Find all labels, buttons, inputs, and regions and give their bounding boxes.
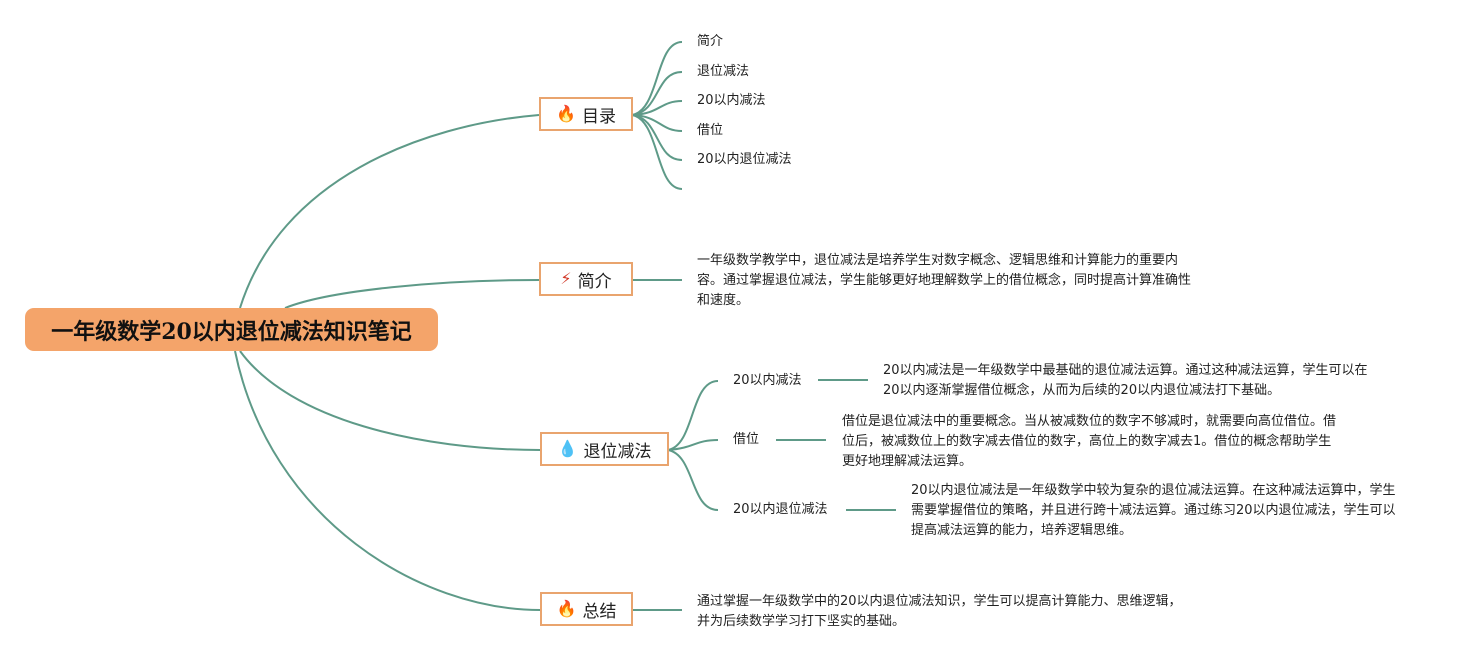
blue-fire-icon: 💧 [557,439,578,458]
branch-intro-label: 简介 [577,271,612,292]
branch-subtraction-label: 退位减法 [583,441,652,462]
subtopic-label[interactable]: 20以内退位减法 [733,502,828,517]
branch-subtraction[interactable]: 💧 退位减法 [540,432,669,466]
branch-toc-label: 目录 [581,106,616,127]
subtopic-label[interactable]: 借位 [733,432,760,447]
toc-item[interactable]: 20以内减法 [697,93,766,108]
toc-item[interactable]: 借位 [697,123,724,138]
subtopic-text: 20以内退位减法是一年级数学中较为复杂的退位减法运算。在这种减法运算中，学生需要… [911,483,1396,538]
fire-icon: 🔥 [556,104,576,123]
magic-wand-icon: ⚡ [560,269,572,288]
intro-text: 一年级数学教学中，退位减法是培养学生对数字概念、逻辑思维和计算能力的重要内容。通… [697,253,1192,308]
subtopic-text: 20以内减法是一年级数学中最基础的退位减法运算。通过这种减法运算，学生可以在20… [883,363,1368,398]
toc-item[interactable]: 简介 [697,34,724,49]
subtopic-text: 借位是退位减法中的重要概念。当从被减数位的数字不够减时，就需要向高位借位。借位后… [842,414,1337,469]
branch-toc[interactable]: 🔥 目录 [539,97,633,131]
toc-item[interactable]: 20以内退位减法 [697,152,792,167]
root-topic[interactable]: 一年级数学20以内退位减法知识笔记 [25,308,438,351]
summary-text: 通过掌握一年级数学中的20以内退位减法知识，学生可以提高计算能力、思维逻辑，并为… [697,594,1182,629]
toc-item[interactable]: 退位减法 [697,64,750,79]
fire-icon: 🔥 [556,599,577,618]
subtopic-label[interactable]: 20以内减法 [733,373,802,388]
branch-summary[interactable]: 🔥 总结 [540,592,633,626]
root-title: 一年级数学20以内退位减法知识笔记 [51,318,412,345]
branch-intro[interactable]: ⚡ 简介 [539,262,633,296]
branch-summary-label: 总结 [582,601,617,622]
